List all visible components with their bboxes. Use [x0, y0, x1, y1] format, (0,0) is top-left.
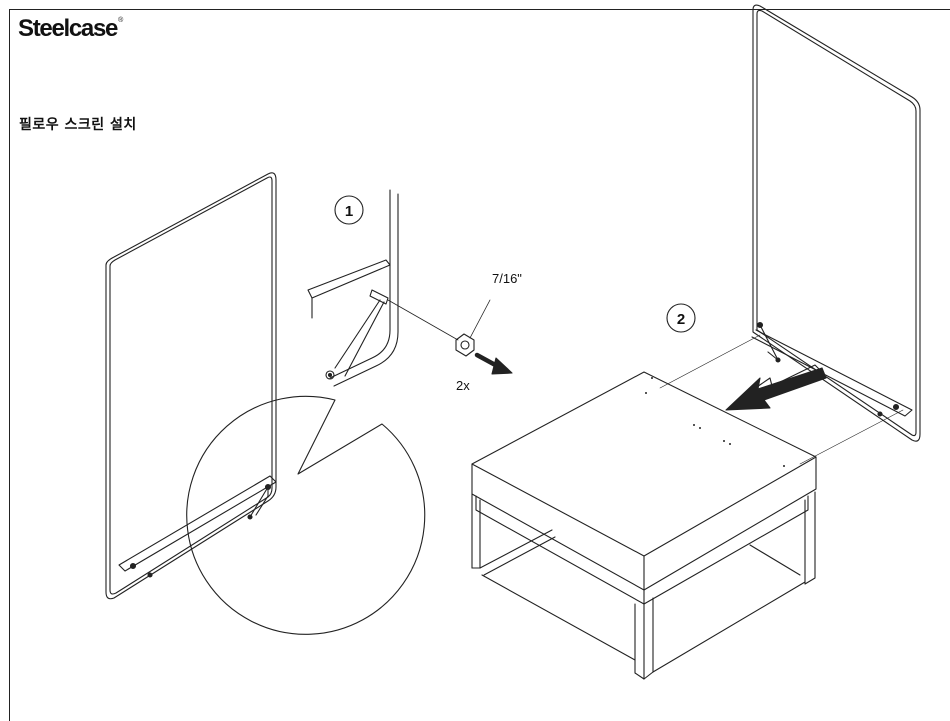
right-screen-panel	[753, 5, 920, 441]
step-2-number: 2	[677, 311, 685, 328]
removal-arrow	[477, 355, 512, 374]
desk	[472, 372, 816, 679]
detail-callout	[187, 190, 490, 634]
guide-lines	[660, 335, 903, 464]
install-arrow	[726, 365, 826, 410]
left-mounting-bracket	[119, 476, 276, 577]
right-mounting-bracket	[752, 323, 912, 417]
left-screen-panel	[106, 173, 276, 599]
quantity-label: 2x	[456, 378, 470, 393]
wrench-size-label: 7/16"	[492, 271, 522, 286]
step-1-number: 1	[345, 203, 353, 220]
